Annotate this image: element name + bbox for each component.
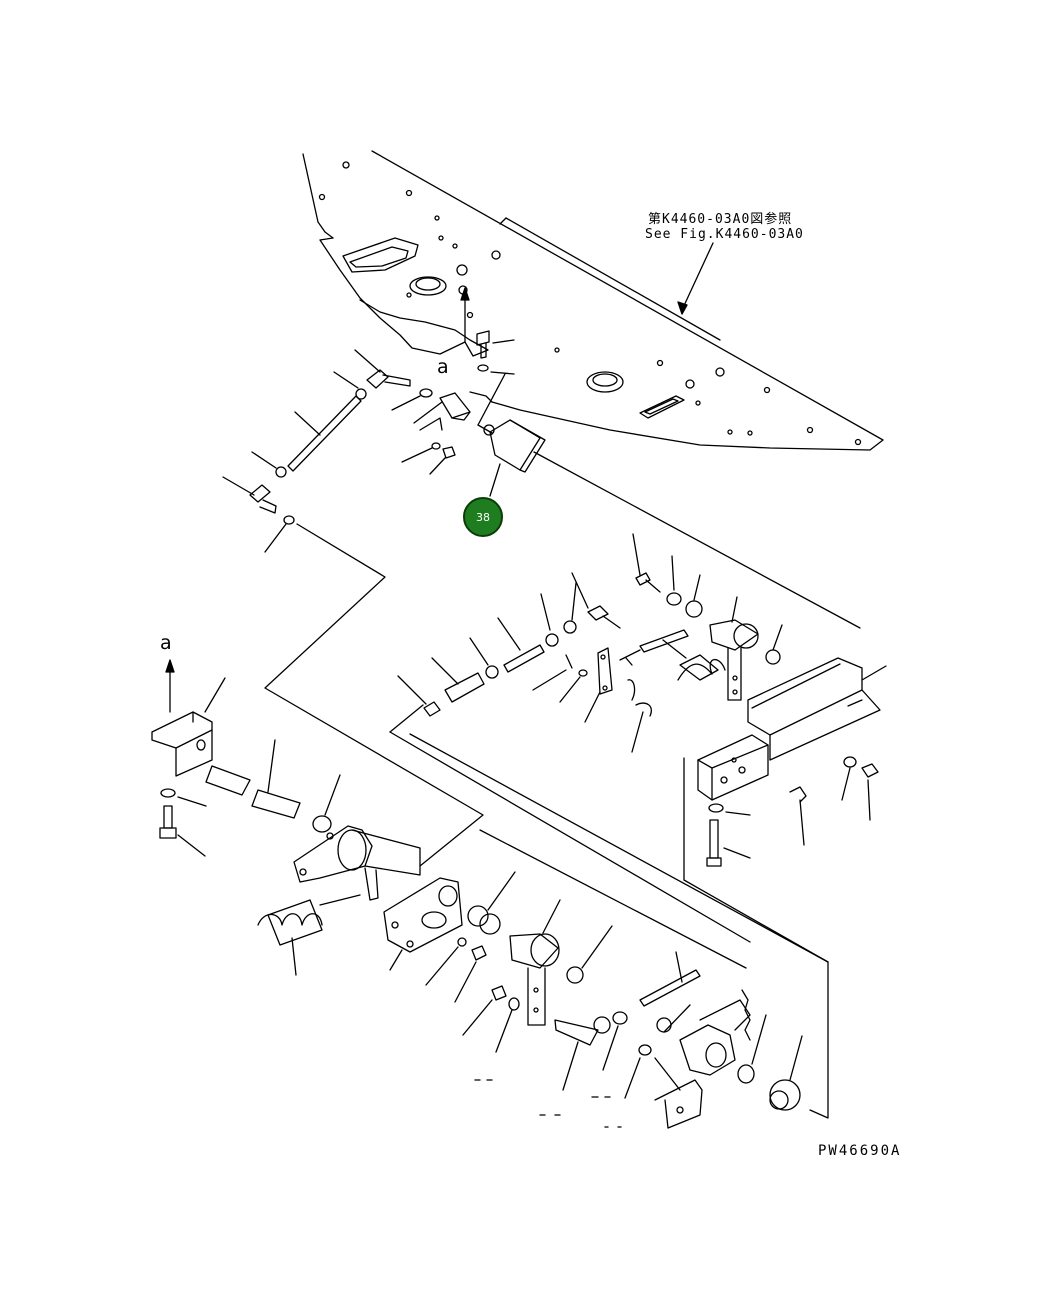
lower-assembly [151,659,803,1129]
floor-panel [302,150,884,451]
upper-linkage [222,330,546,553]
leader-lines [264,451,861,1119]
view-arrow-up [460,287,470,343]
reference-leader [677,242,714,315]
view-label-a-left: a [160,632,172,654]
reference-text-english: See Fig.K4460-03A0 [645,227,804,242]
part-callout-38[interactable]: 38 [463,497,503,537]
middle-assembly [397,533,887,963]
part-callout-number: 38 [476,510,490,524]
reference-text-japanese: 第K4460-03A0図参照 [648,212,793,227]
figure-id: PW46690A [818,1143,902,1159]
view-label-a-top: a [437,356,449,378]
